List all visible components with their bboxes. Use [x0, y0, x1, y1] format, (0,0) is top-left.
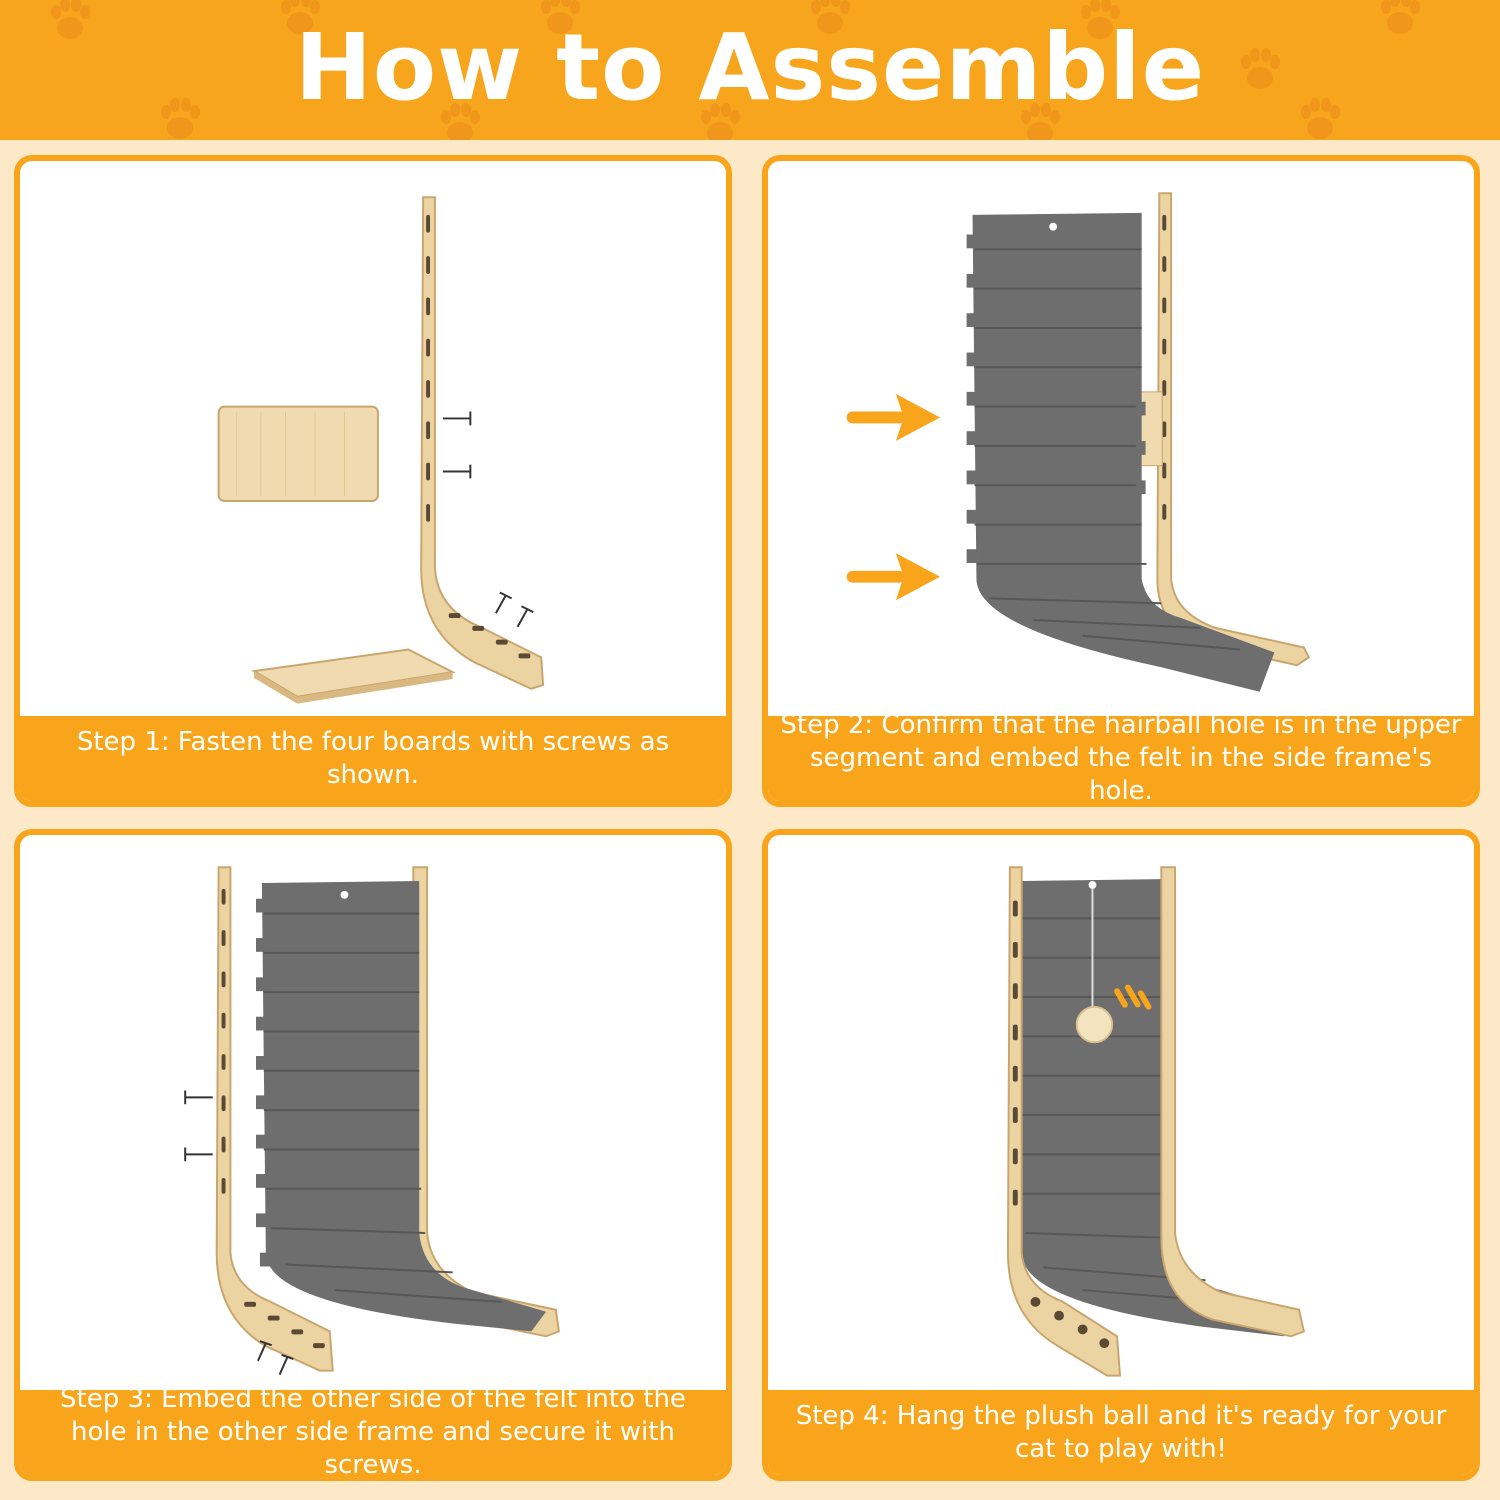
- left-side-frame: [215, 866, 334, 1372]
- right-side-frame: [412, 866, 560, 1338]
- step-4-illustration: [1006, 866, 1306, 1377]
- step-4-panel: Step 4: Hang the plush ball and it's rea…: [762, 829, 1480, 1481]
- felt-mat: [261, 881, 547, 1332]
- page-title: How to Assemble: [294, 14, 1206, 121]
- step-1-panel: Step 1: Fasten the four boards with scre…: [14, 155, 732, 807]
- header-banner: How to Assemble: [0, 0, 1500, 140]
- step-1-caption: Step 1: Fasten the four boards with scre…: [20, 716, 726, 801]
- screw-icon: [184, 1090, 294, 1376]
- step-3-illustration: [184, 866, 560, 1376]
- hairball-hole: [340, 890, 349, 899]
- step-3-panel: Step 3: Embed the other side of the felt…: [14, 829, 732, 1481]
- step-3-caption: Step 3: Embed the other side of the felt…: [20, 1384, 726, 1475]
- step-4-caption: Step 4: Hang the plush ball and it's rea…: [768, 1390, 1474, 1475]
- step-1-illustration: [217, 196, 545, 704]
- screw-icon: [442, 411, 534, 628]
- hairball-hole: [1049, 222, 1058, 231]
- arrow-right-icon: [846, 393, 941, 442]
- plush-ball-icon: [1075, 1005, 1114, 1044]
- step-2-caption: Step 2: Confirm that the hairball hole i…: [768, 710, 1474, 801]
- side-frame: [420, 196, 545, 690]
- arrow-right-icon: [846, 553, 941, 601]
- back-board: [217, 405, 379, 503]
- step-2-illustration: [846, 192, 1311, 692]
- felt-mat: [1021, 879, 1295, 1337]
- right-side-frame: [1160, 866, 1306, 1338]
- step-2-panel: Step 2: Confirm that the hairball hole i…: [762, 155, 1480, 807]
- side-frame: [1156, 192, 1311, 667]
- motion-lines-icon: [1114, 984, 1152, 1010]
- left-side-frame: [1006, 866, 1122, 1377]
- felt-mat: [972, 212, 1275, 692]
